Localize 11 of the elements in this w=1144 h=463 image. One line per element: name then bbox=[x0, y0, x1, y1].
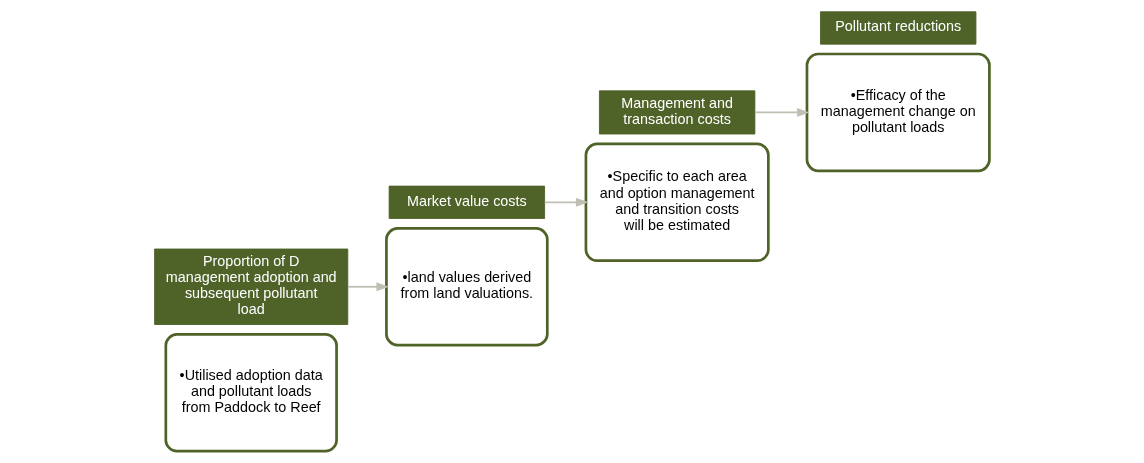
node-box: •land values derived from land valuations. bbox=[385, 227, 549, 347]
node-box: Management and transaction costs bbox=[598, 90, 756, 135]
node-box: Pollutant reductions bbox=[820, 11, 977, 45]
node-box: •Efficacy of the management change on pollutant loads bbox=[805, 52, 991, 173]
arrow bbox=[543, 197, 589, 207]
node-box: Market value costs bbox=[388, 185, 546, 219]
arrow bbox=[347, 282, 389, 292]
node-box: Proportion of D management adoption and subsequent pollutant load bbox=[154, 248, 349, 325]
node-box: •Utilised adoption data and pollutant loads from Paddock to Reef bbox=[164, 333, 338, 453]
arrow bbox=[754, 108, 810, 117]
node-box: •Specific to each area and option management and transition costs will be estimated bbox=[584, 142, 770, 263]
